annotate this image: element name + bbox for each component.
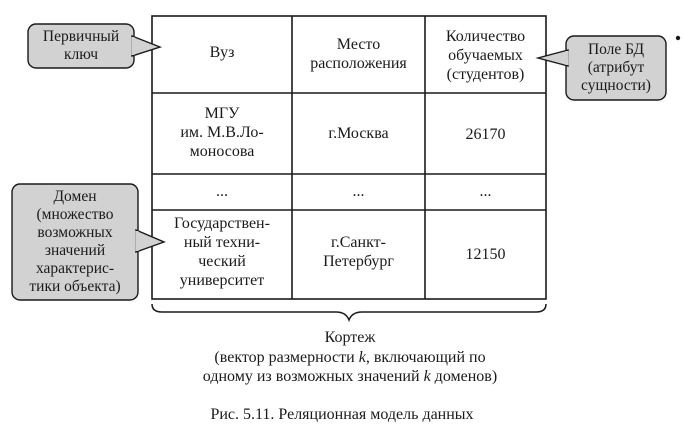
cell-students-2: ... bbox=[479, 183, 492, 200]
callout-primary-key-shape bbox=[27, 23, 163, 69]
table-grid bbox=[151, 15, 547, 300]
page-mark bbox=[675, 35, 681, 41]
callout-primary-key: Первичный ключ bbox=[42, 28, 120, 63]
cell-location-3: г.Санкт- Петербург bbox=[323, 234, 394, 270]
cell-university-3: Государствен- ный техни- ческий универси… bbox=[174, 215, 270, 289]
header-location: Место расположения bbox=[310, 36, 407, 72]
cell-university-1: МГУ им. М.В.Ло- моносова bbox=[180, 105, 264, 160]
cell-students-1: 26170 bbox=[465, 126, 506, 143]
callout-db-field: Поле БД (атрибут сущности) bbox=[581, 41, 651, 94]
header-university: Вуз bbox=[209, 44, 235, 61]
figure-caption: Рис. 5.11. Реляционная модель данных bbox=[210, 406, 474, 423]
cell-students-3: 12150 bbox=[465, 246, 506, 263]
tuple-description: (вектор размерности k, включающий по одн… bbox=[202, 349, 498, 385]
tuple-brace bbox=[151, 303, 547, 323]
callout-domain: Домен (множество возможных значений хара… bbox=[29, 188, 121, 295]
callout-db-field-shape bbox=[535, 35, 667, 101]
callout-domain-shape bbox=[11, 183, 166, 301]
cell-location-1: г.Москва bbox=[328, 125, 389, 142]
header-students: Количество обучаемых (студентов) bbox=[445, 28, 526, 83]
cell-university-2: ... bbox=[216, 183, 228, 200]
cell-location-2: ... bbox=[352, 183, 365, 200]
tuple-title: Кортеж bbox=[324, 329, 376, 346]
table-border bbox=[151, 15, 547, 300]
